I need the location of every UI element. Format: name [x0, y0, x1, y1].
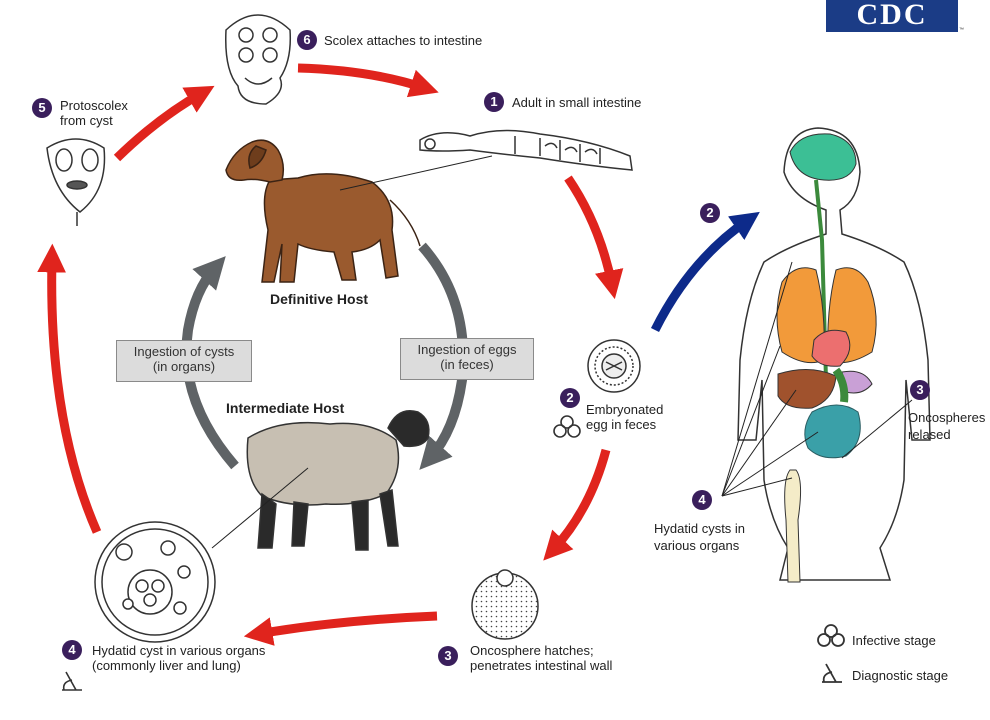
legend-infective-label: Infective stage: [852, 633, 936, 648]
stage-2-badge: 2: [560, 388, 580, 408]
egg-illustration: [587, 339, 641, 393]
dog-pointer-line: [339, 155, 493, 191]
ingestion-eggs-box: Ingestion of eggs (in feces): [400, 338, 534, 380]
arrow-4-to-5: [37, 243, 102, 534]
stage-2-label: Embryonated egg in feces: [586, 402, 664, 432]
stage-4-label: Hydatid cyst in various organs (commonly…: [92, 643, 266, 673]
microscope-icon-legend: [822, 663, 842, 683]
oncosphere-illustration: [471, 569, 539, 640]
scolex-illustration: [225, 14, 292, 105]
intermediate-host-label: Intermediate Host: [226, 400, 345, 416]
cdc-trademark: ™: [959, 27, 964, 33]
oncospheres-label-line2: relased: [908, 427, 951, 442]
adult-worm-illustration: [419, 129, 633, 171]
stage-3-label: Oncosphere hatches; penetrates intestina…: [470, 643, 613, 673]
ingestion-cysts-line2: (in organs): [152, 359, 216, 374]
stage-3-badge: 3: [438, 646, 458, 666]
ingestion-cysts-box: Ingestion of cysts (in organs): [116, 340, 252, 382]
legend-diagnostic-label: Diagnostic stage: [852, 668, 949, 683]
sheep-illustration: [246, 410, 430, 551]
arrow-1-to-2: [564, 175, 624, 300]
ingestion-cysts-line1: Ingestion of cysts: [133, 344, 235, 359]
stage-5-label: Protoscolex from cyst: [60, 98, 128, 128]
arrow-2-to-3: [543, 448, 611, 561]
hydatid-human-label-line2: various organs: [654, 538, 740, 553]
oncospheres-badge: 3: [910, 380, 930, 400]
biohazard-icon-egg: [553, 415, 581, 438]
definitive-host-label: Definitive Host: [270, 291, 369, 307]
stage-6-badge: 6: [297, 30, 317, 50]
hydatid-human-badge: 4: [692, 490, 712, 510]
hydatid-cyst-illustration: [94, 521, 216, 643]
cdc-logo: CDC: [826, 0, 958, 32]
human-ingestion-badge: 2: [700, 203, 720, 223]
stage-1-badge: 1: [484, 92, 504, 112]
arrow-6-to-1: [297, 63, 439, 98]
sheep-pointer-line: [211, 467, 309, 549]
ingestion-eggs-line1: Ingestion of eggs: [417, 342, 517, 357]
red-cycle-arrows: [37, 63, 624, 646]
protoscolex-illustration: [46, 138, 106, 226]
arrow-3-to-4: [243, 611, 438, 646]
dog-illustration: [225, 139, 421, 283]
ingestion-eggs-line2: (in feces): [440, 357, 494, 372]
microscope-icon-cyst: [62, 671, 82, 691]
biohazard-icon-legend: [817, 624, 845, 647]
stage-1-label: Adult in small intestine: [512, 95, 642, 110]
human-body-illustration: [721, 127, 931, 583]
stage-6-label: Scolex attaches to intestine: [324, 33, 483, 48]
stage-5-badge: 5: [32, 98, 52, 118]
hydatid-human-label-line1: Hydatid cysts in: [654, 521, 746, 536]
arrow-to-human: [650, 211, 760, 333]
stage-4-badge: 4: [62, 640, 82, 660]
arrow-5-to-6: [113, 85, 215, 162]
oncospheres-label-line1: Oncospheres: [908, 410, 986, 425]
